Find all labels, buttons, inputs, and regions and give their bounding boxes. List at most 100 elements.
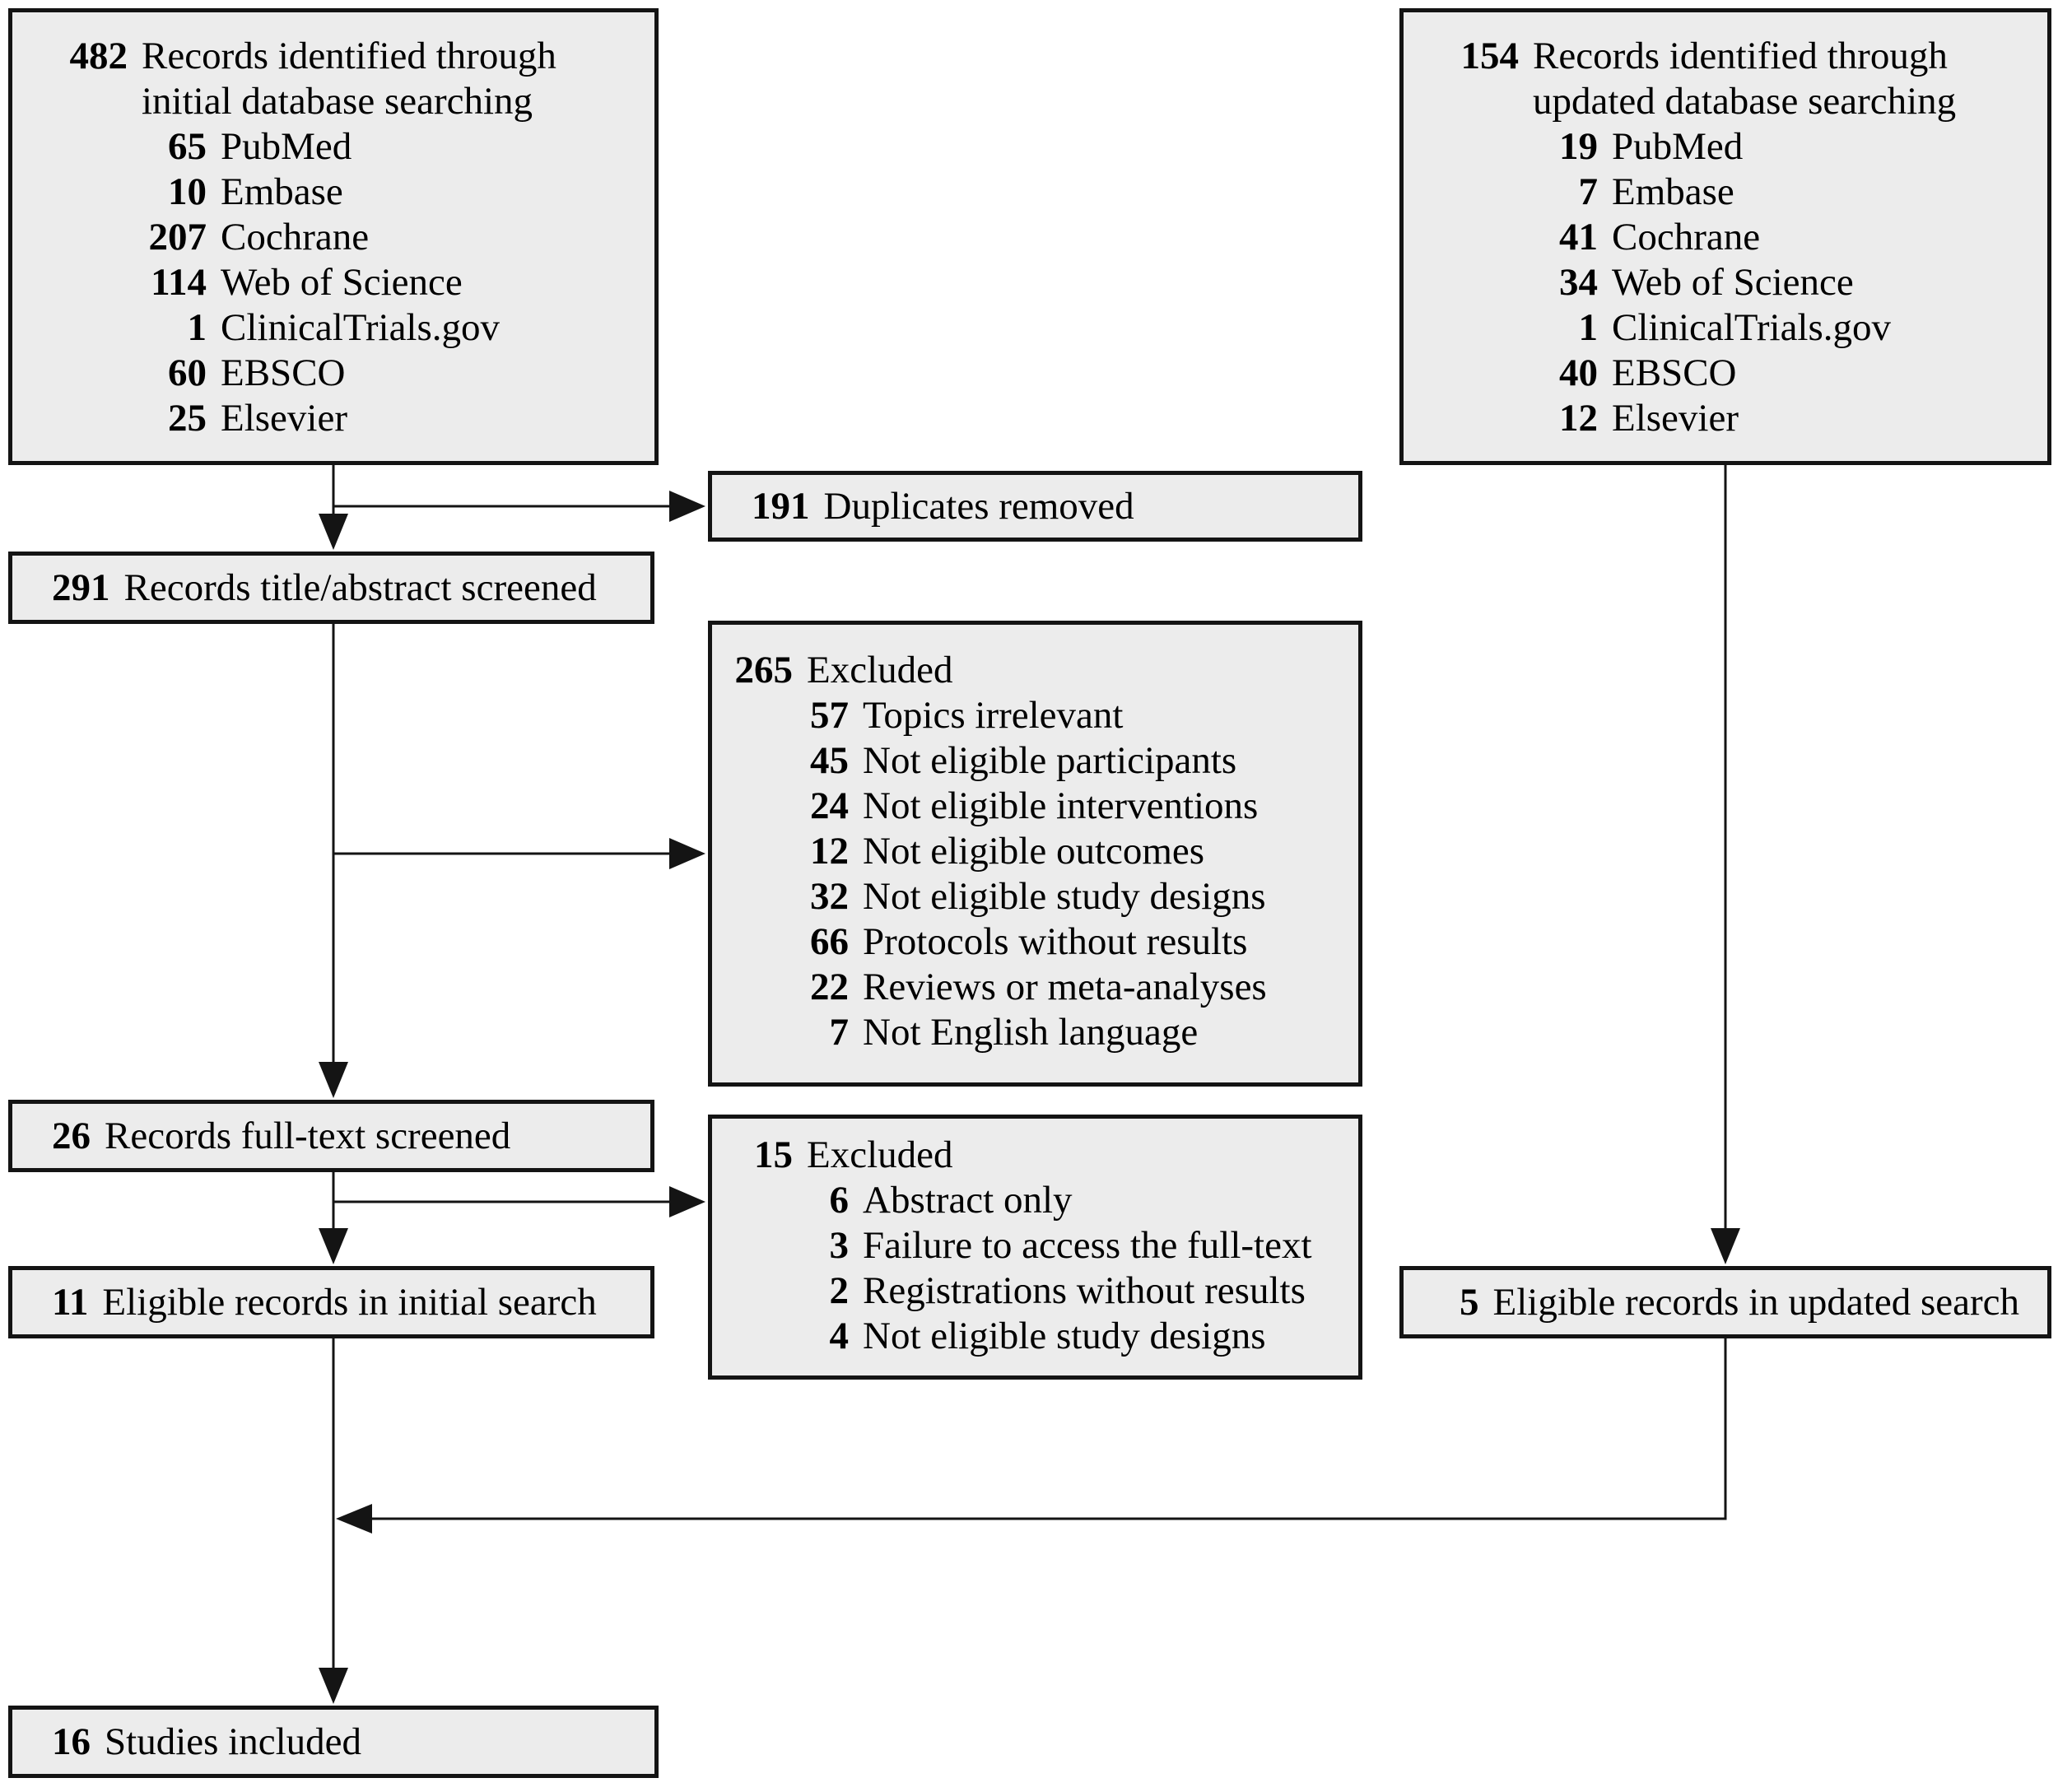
flow-line-item: 265 Excluded xyxy=(733,648,1347,693)
reason-item: 4 Not eligible study designs xyxy=(733,1314,1347,1359)
arrow-to-duplicates-removed xyxy=(333,491,705,522)
label: Records identified through updated datab… xyxy=(1533,35,1957,123)
reason-item: 22 Reviews or meta-analyses xyxy=(733,965,1347,1010)
count: 65 xyxy=(168,125,207,168)
source-item: 19 PubMed xyxy=(1443,124,2032,170)
count: 482 xyxy=(69,35,128,77)
label: Duplicates removed xyxy=(823,485,1134,528)
label: Web of Science xyxy=(1612,261,1854,304)
label: PubMed xyxy=(1612,125,1744,168)
source-item: 41 Cochrane xyxy=(1443,215,2032,260)
label: Not eligible participants xyxy=(863,739,1237,782)
count: 265 xyxy=(734,649,794,691)
count: 1 xyxy=(187,306,207,349)
label: Eligible records in initial search xyxy=(102,1281,597,1324)
label: Cochrane xyxy=(1612,216,1761,258)
count: 3 xyxy=(829,1224,850,1267)
label: Not eligible interventions xyxy=(863,784,1259,827)
label: Studies included xyxy=(105,1720,361,1763)
label: Elsevier xyxy=(221,397,347,440)
source-item: 25 Elsevier xyxy=(52,396,640,441)
reason-item: 66 Protocols without results xyxy=(733,919,1347,965)
label: Excluded xyxy=(807,1133,953,1176)
flow-line-item: 15 Excluded xyxy=(733,1133,1347,1178)
arrow-to-excluded-title-abstract xyxy=(333,838,705,869)
source-item: 10 Embase xyxy=(52,170,640,215)
label: Eligible records in updated search xyxy=(1492,1281,2019,1324)
reason-item: 24 Not eligible interventions xyxy=(733,784,1347,829)
label: Web of Science xyxy=(221,261,463,304)
arrow-fulltext-to-eligible-initial xyxy=(319,1172,348,1264)
label: Records title/abstract screened xyxy=(123,566,597,609)
source-item: 207 Cochrane xyxy=(52,215,640,260)
count: 10 xyxy=(168,170,207,213)
count: 57 xyxy=(810,694,849,737)
reason-item: 6 Abstract only xyxy=(733,1178,1347,1223)
count: 2 xyxy=(829,1269,850,1312)
label: Reviews or meta-analyses xyxy=(863,966,1267,1008)
count: 12 xyxy=(1559,397,1598,440)
label: EBSCO xyxy=(1612,351,1737,394)
count: 19 xyxy=(1559,125,1598,168)
reason-item: 2 Registrations without results xyxy=(733,1268,1347,1314)
arrow-to-excluded-fulltext xyxy=(333,1186,705,1217)
label: Not English language xyxy=(863,1011,1199,1054)
count: 24 xyxy=(810,784,849,827)
count: 11 xyxy=(52,1281,89,1324)
count: 291 xyxy=(52,566,110,609)
count: 207 xyxy=(148,216,207,258)
arrow-eligible-initial-to-included xyxy=(319,1338,348,1704)
box-studies-included: 16 Studies included xyxy=(8,1706,659,1778)
label: Topics irrelevant xyxy=(863,694,1124,737)
count: 6 xyxy=(829,1179,850,1222)
reason-item: 3 Failure to access the full-text xyxy=(733,1223,1347,1268)
label: Not eligible outcomes xyxy=(863,830,1205,873)
label: Failure to access the full-text xyxy=(863,1224,1312,1267)
count: 32 xyxy=(810,875,849,918)
box-fulltext-screened: 26 Records full-text screened xyxy=(8,1100,654,1172)
label: Abstract only xyxy=(863,1179,1073,1222)
count: 40 xyxy=(1559,351,1598,394)
count: 4 xyxy=(829,1315,850,1357)
label: Embase xyxy=(221,170,343,213)
label: PubMed xyxy=(221,125,352,168)
count: 16 xyxy=(52,1720,91,1763)
arrow-updated-to-eligible-updated xyxy=(1711,465,1740,1264)
count: 1 xyxy=(1578,306,1599,349)
count: 22 xyxy=(810,966,849,1008)
flow-line-item: 154 Records identified through updated d… xyxy=(1443,34,2032,124)
source-item: 65 PubMed xyxy=(52,124,640,170)
box-records-updated: 154 Records identified through updated d… xyxy=(1399,8,2051,465)
box-duplicates-removed: 191 Duplicates removed xyxy=(708,471,1362,542)
label: Excluded xyxy=(807,649,953,691)
count: 7 xyxy=(829,1011,850,1054)
box-excluded-fulltext: 15 Excluded 6 Abstract only 3 Failure to a… xyxy=(708,1115,1362,1380)
label: Protocols without results xyxy=(863,920,1248,963)
label: EBSCO xyxy=(221,351,346,394)
label: Registrations without results xyxy=(863,1269,1306,1312)
count: 41 xyxy=(1559,216,1598,258)
source-item: 60 EBSCO xyxy=(52,351,640,396)
label: Cochrane xyxy=(221,216,370,258)
count: 26 xyxy=(52,1115,91,1157)
label: Records identified through initial datab… xyxy=(142,35,556,123)
box-eligible-initial: 11 Eligible records in initial search xyxy=(8,1266,654,1338)
count: 60 xyxy=(168,351,207,394)
count: 25 xyxy=(168,397,207,440)
count: 114 xyxy=(151,261,207,304)
count: 66 xyxy=(810,920,849,963)
arrow-eligible-updated-merge xyxy=(336,1338,1727,1534)
reason-item: 7 Not English language xyxy=(733,1010,1347,1055)
label: Not eligible study designs xyxy=(863,1315,1266,1357)
source-item: 40 EBSCO xyxy=(1443,351,2032,396)
